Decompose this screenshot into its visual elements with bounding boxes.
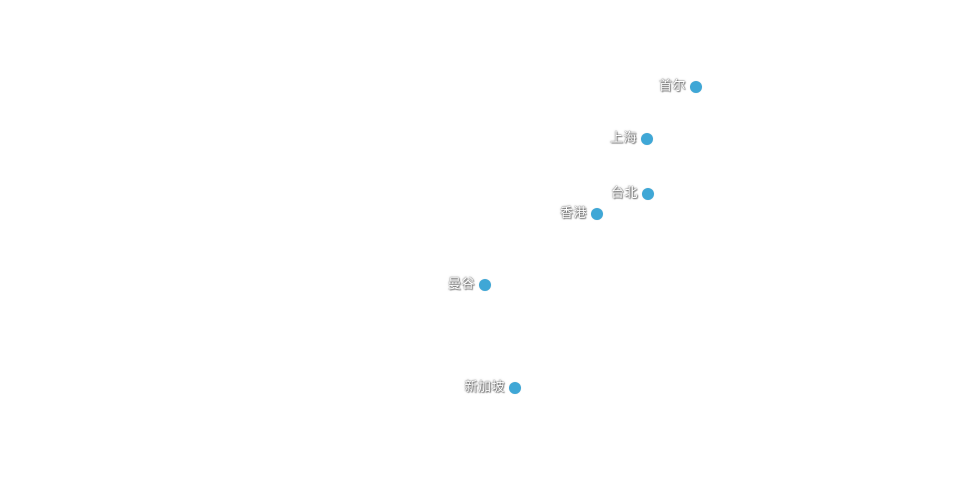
city-dot[interactable] bbox=[641, 133, 653, 145]
city-dot[interactable] bbox=[642, 188, 654, 200]
city-label: 上海 bbox=[609, 131, 637, 146]
city-label: 首尔 bbox=[658, 79, 686, 94]
city-label: 香港 bbox=[559, 206, 587, 221]
city-label: 台北 bbox=[610, 186, 638, 201]
city-label: 新加坡 bbox=[464, 380, 505, 395]
city-dot[interactable] bbox=[591, 208, 603, 220]
city-dot[interactable] bbox=[479, 279, 491, 291]
city-label: 曼谷 bbox=[447, 277, 475, 292]
city-dot[interactable] bbox=[509, 382, 521, 394]
city-dot[interactable] bbox=[690, 81, 702, 93]
